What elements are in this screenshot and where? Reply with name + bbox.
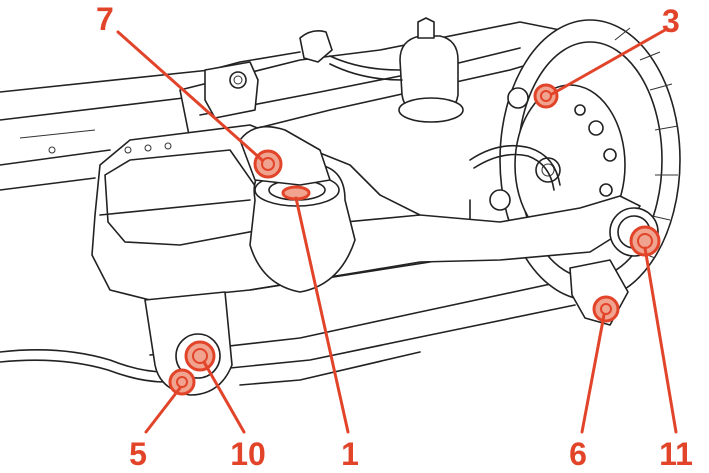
callout-labels: 7 3 5 10 1 6 11 bbox=[96, 1, 693, 472]
callout-1: 1 bbox=[341, 436, 359, 472]
leader-1 bbox=[294, 196, 350, 434]
leader-7 bbox=[116, 30, 264, 162]
callout-11: 11 bbox=[659, 436, 693, 472]
callout-7: 7 bbox=[96, 1, 114, 37]
callout-10: 10 bbox=[230, 436, 266, 472]
nut-7 bbox=[253, 149, 283, 179]
leader-10 bbox=[202, 360, 246, 434]
callout-6: 6 bbox=[569, 436, 587, 472]
nut-10 bbox=[184, 340, 216, 372]
leader-lines bbox=[116, 28, 678, 434]
leader-6 bbox=[580, 313, 606, 434]
leader-11 bbox=[643, 246, 678, 434]
nut-3 bbox=[533, 83, 559, 109]
leader-5 bbox=[144, 386, 182, 434]
nut-5 bbox=[168, 368, 196, 396]
callout-5: 5 bbox=[129, 436, 147, 472]
chassis-line-art bbox=[0, 17, 681, 396]
nut-6 bbox=[592, 295, 620, 323]
callout-3: 3 bbox=[662, 3, 680, 39]
leader-3 bbox=[550, 28, 667, 96]
highlighted-nuts bbox=[168, 83, 661, 396]
